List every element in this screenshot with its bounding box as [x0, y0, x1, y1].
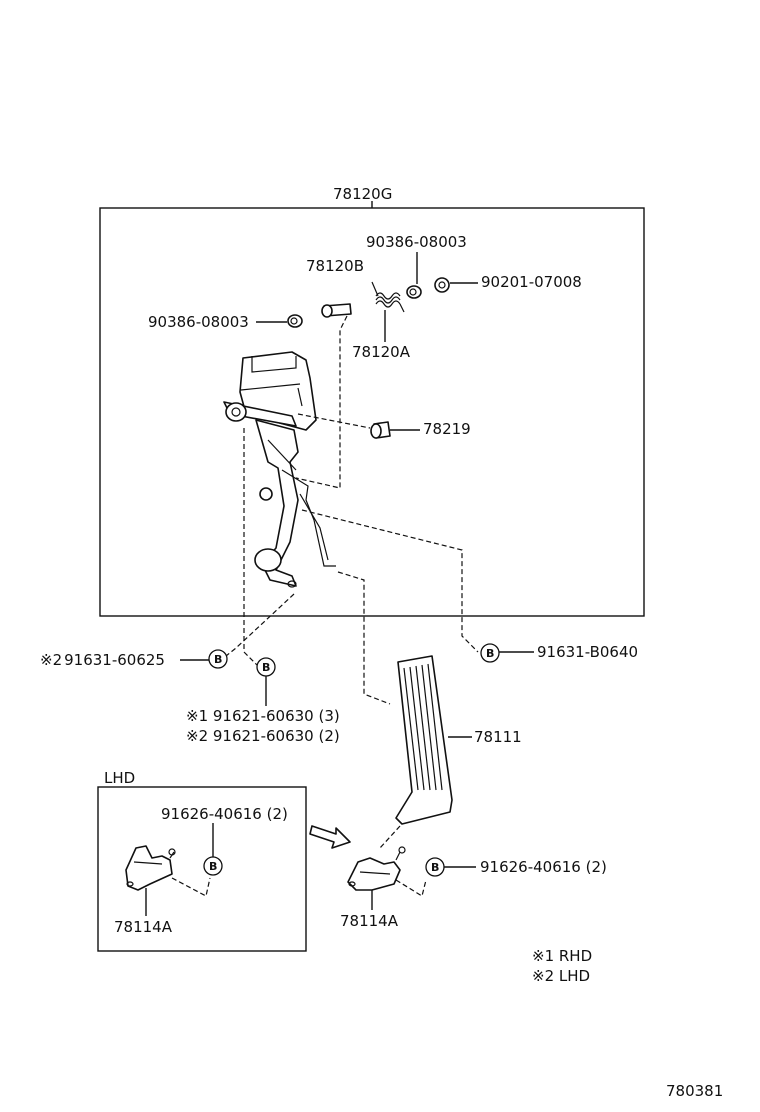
legend-rhd: ※1 RHD	[532, 947, 592, 965]
lhd-inset-box	[97, 786, 307, 952]
arrow-icon	[309, 825, 351, 849]
pedal-arm-part	[223, 351, 336, 588]
lhd-bracket-part	[125, 845, 176, 891]
label-bolt-right: 91631-B0640	[537, 643, 638, 661]
label-shaft: 78120B	[306, 257, 364, 275]
shaft-part	[321, 303, 352, 318]
nut-left-part	[287, 314, 303, 328]
svg-text:B: B	[214, 653, 222, 666]
label-lhd: LHD	[104, 769, 135, 787]
label-bracket-bolt: 91626-40616 (2)	[480, 858, 607, 876]
lhd-dashline	[171, 877, 211, 897]
bolt-mid-dashline	[243, 428, 259, 667]
label-pedal-pad: 78111	[474, 728, 522, 746]
label-nut-upper: 90386-08003	[366, 233, 467, 251]
label-washer: 90201-07008	[481, 273, 582, 291]
label-lhd-bracket: 78114A	[114, 918, 173, 936]
bracket-part	[347, 846, 406, 891]
shaft-dashline	[295, 315, 348, 489]
spring-part	[371, 281, 405, 313]
bolt-right-symbol: B	[480, 643, 500, 663]
label-nut-left: 90386-08003	[148, 313, 249, 331]
legend-lhd: ※2 LHD	[532, 967, 590, 985]
bolt-mid-symbol: B	[256, 657, 276, 677]
bolt-left-dashline	[225, 593, 295, 657]
svg-text:B: B	[209, 860, 217, 873]
figure-id: 780381	[666, 1082, 723, 1100]
lhd-bolt-symbol: B	[203, 856, 223, 876]
label-bushing: 78219	[423, 420, 471, 438]
nut-upper-part	[406, 285, 422, 299]
svg-text:B: B	[262, 661, 270, 674]
pad-bracket-dashline	[379, 825, 401, 849]
label-bolt-mid-1: ※1 91621-60630 (3)	[186, 707, 340, 725]
label-78120G: 78120G	[333, 185, 392, 203]
assembly-box	[99, 207, 645, 617]
bracket-dashline	[395, 879, 427, 897]
washer-part	[434, 277, 450, 293]
label-spring: 78120A	[352, 343, 411, 361]
bolt-left-symbol: B	[208, 649, 228, 669]
svg-text:B: B	[431, 861, 439, 874]
label-lhd-bolt: 91626-40616 (2)	[161, 805, 288, 823]
bushing-part	[370, 421, 391, 439]
label-bolt-mid-2: ※2 91621-60630 (2)	[186, 727, 340, 745]
bushing-dashline	[297, 413, 371, 429]
bracket-bolt-symbol: B	[425, 857, 445, 877]
svg-text:B: B	[486, 647, 494, 660]
pad-dashline	[337, 571, 391, 705]
pedal-pad-part	[395, 655, 453, 825]
label-bracket: 78114A	[340, 912, 399, 930]
bolt-right-dashline	[301, 509, 479, 653]
